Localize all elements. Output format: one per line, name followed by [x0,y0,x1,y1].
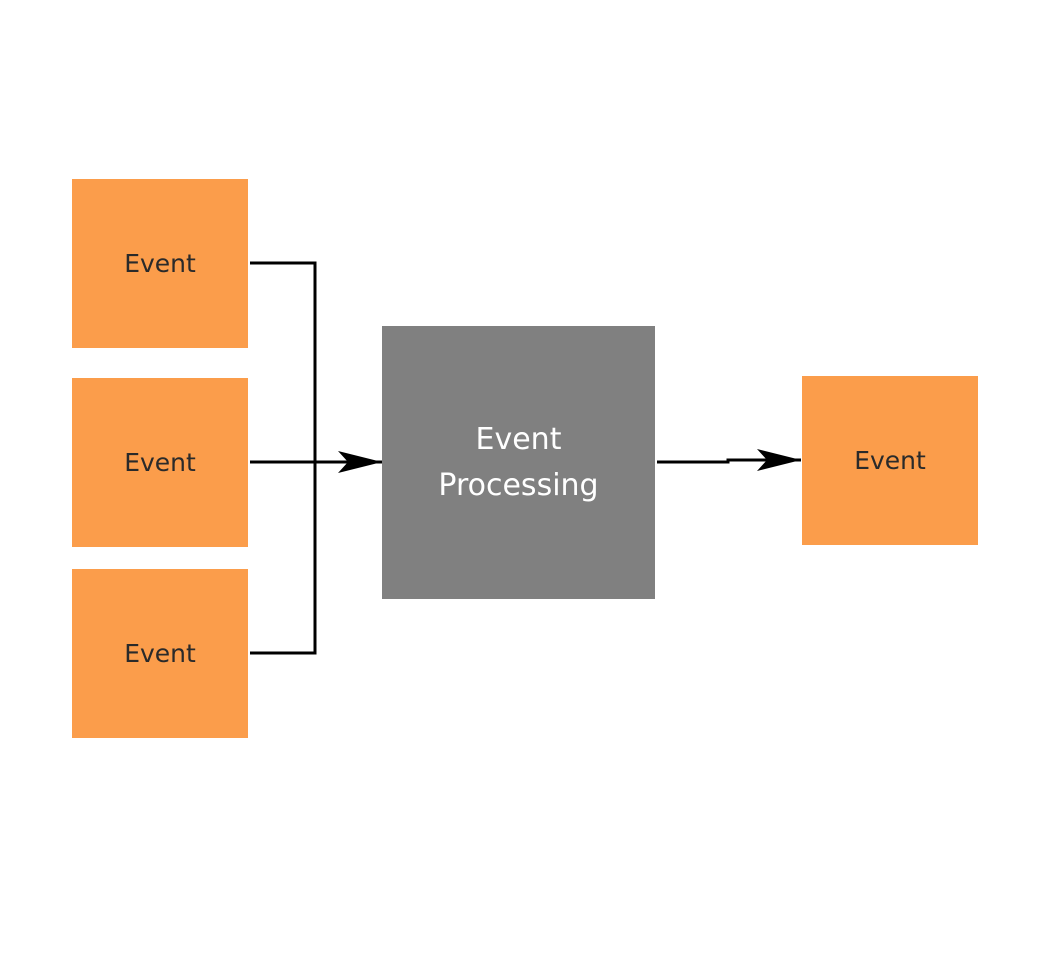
event-label: Event [124,639,196,668]
connector-bottom [250,462,317,655]
event-label: Event [124,448,196,477]
event-label: Event [124,249,196,278]
processing-label-line1: Event [475,421,562,457]
connector-top [250,261,317,462]
event-label: Event [854,446,926,475]
processing-label-line2: Processing [438,467,599,503]
arrow-to-output [657,449,801,471]
input-event-3: Event [72,569,248,738]
input-event-1: Event [72,179,248,348]
input-event-2: Event [72,378,248,547]
output-event: Event [802,376,978,545]
